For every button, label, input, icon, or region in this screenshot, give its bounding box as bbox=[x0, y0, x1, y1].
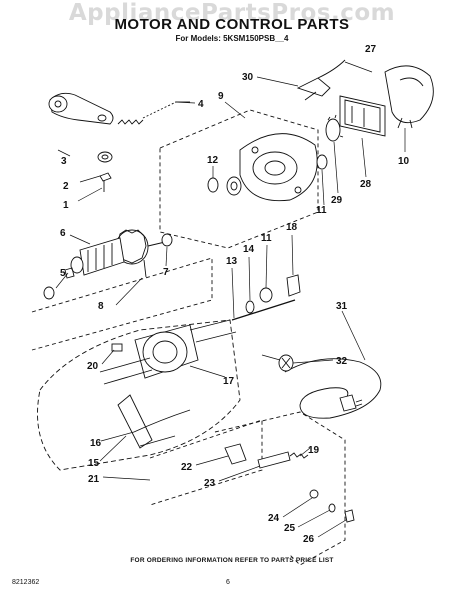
bearing-12 bbox=[207, 176, 242, 196]
page-number: 6 bbox=[226, 579, 230, 586]
page-title: MOTOR AND CONTROL PARTS bbox=[114, 16, 350, 33]
callout-2: 2 bbox=[63, 181, 69, 192]
callout-7: 7 bbox=[163, 267, 169, 278]
strain-relief-32 bbox=[261, 354, 294, 372]
motor-housing-group-frame bbox=[31, 109, 346, 566]
connector-wire-27-30 bbox=[296, 59, 346, 101]
callout-10: 10 bbox=[398, 156, 410, 167]
shaft-assembly bbox=[231, 274, 301, 321]
power-cord-31 bbox=[284, 358, 382, 419]
motor-end-frame bbox=[239, 133, 318, 202]
callout-11-top: 11 bbox=[316, 205, 327, 216]
callout-14: 14 bbox=[243, 244, 255, 255]
callout-16: 16 bbox=[90, 438, 102, 449]
handle-lever bbox=[48, 92, 114, 125]
callout-26: 26 bbox=[303, 534, 315, 545]
callout-11-mid: 11 bbox=[261, 233, 272, 244]
callout-19: 19 bbox=[308, 445, 320, 456]
callout-18: 18 bbox=[286, 222, 298, 233]
field-stator-17 bbox=[99, 319, 237, 385]
small-parts-24-26 bbox=[309, 489, 355, 523]
callout-15: 15 bbox=[88, 458, 100, 469]
callout-4: 4 bbox=[198, 99, 204, 110]
callout-12: 12 bbox=[207, 155, 219, 166]
leader-lines bbox=[55, 61, 406, 538]
pin-8 bbox=[143, 259, 147, 278]
callout-13: 13 bbox=[226, 256, 238, 267]
screw bbox=[99, 172, 112, 192]
washer-11-top bbox=[316, 154, 328, 170]
callout-30: 30 bbox=[242, 72, 254, 83]
callout-31: 31 bbox=[336, 301, 348, 312]
callout-21: 21 bbox=[88, 474, 100, 485]
callout-24: 24 bbox=[268, 513, 280, 524]
callout-1: 1 bbox=[63, 200, 69, 211]
bracket-16 bbox=[117, 394, 191, 449]
callout-5: 5 bbox=[60, 268, 66, 279]
callout-9: 9 bbox=[218, 91, 224, 102]
callout-20: 20 bbox=[87, 361, 99, 372]
washer bbox=[97, 151, 113, 163]
bracket-10 bbox=[384, 65, 434, 129]
callout-27: 27 bbox=[365, 44, 377, 55]
callout-22: 22 bbox=[181, 462, 193, 473]
armature-6 bbox=[64, 229, 166, 279]
washer-5 bbox=[43, 286, 55, 300]
gear-29 bbox=[325, 114, 344, 142]
callout-23: 23 bbox=[204, 478, 216, 489]
models-subtitle: For Models: 5KSM150PSB__4 bbox=[175, 34, 289, 43]
callout-17: 17 bbox=[223, 376, 235, 387]
callout-28: 28 bbox=[360, 179, 372, 190]
tube-assembly-22-23 bbox=[224, 443, 309, 469]
callout-25: 25 bbox=[284, 523, 296, 534]
callout-29: 29 bbox=[331, 195, 343, 206]
ordering-note: FOR ORDERING INFORMATION REFER TO PARTS … bbox=[130, 557, 334, 564]
control-board-28 bbox=[339, 95, 386, 137]
document-part-number: 8212362 bbox=[12, 579, 40, 586]
watermark: AppliancePartsPros.com bbox=[68, 0, 396, 26]
callout-32: 32 bbox=[336, 356, 348, 367]
motor-housing-outline bbox=[37, 319, 241, 471]
spring bbox=[117, 119, 144, 125]
washer-7 bbox=[161, 233, 173, 247]
callout-8: 8 bbox=[98, 301, 104, 312]
brush-20 bbox=[111, 343, 123, 352]
callout-6: 6 bbox=[60, 228, 66, 239]
callout-3: 3 bbox=[61, 156, 67, 167]
